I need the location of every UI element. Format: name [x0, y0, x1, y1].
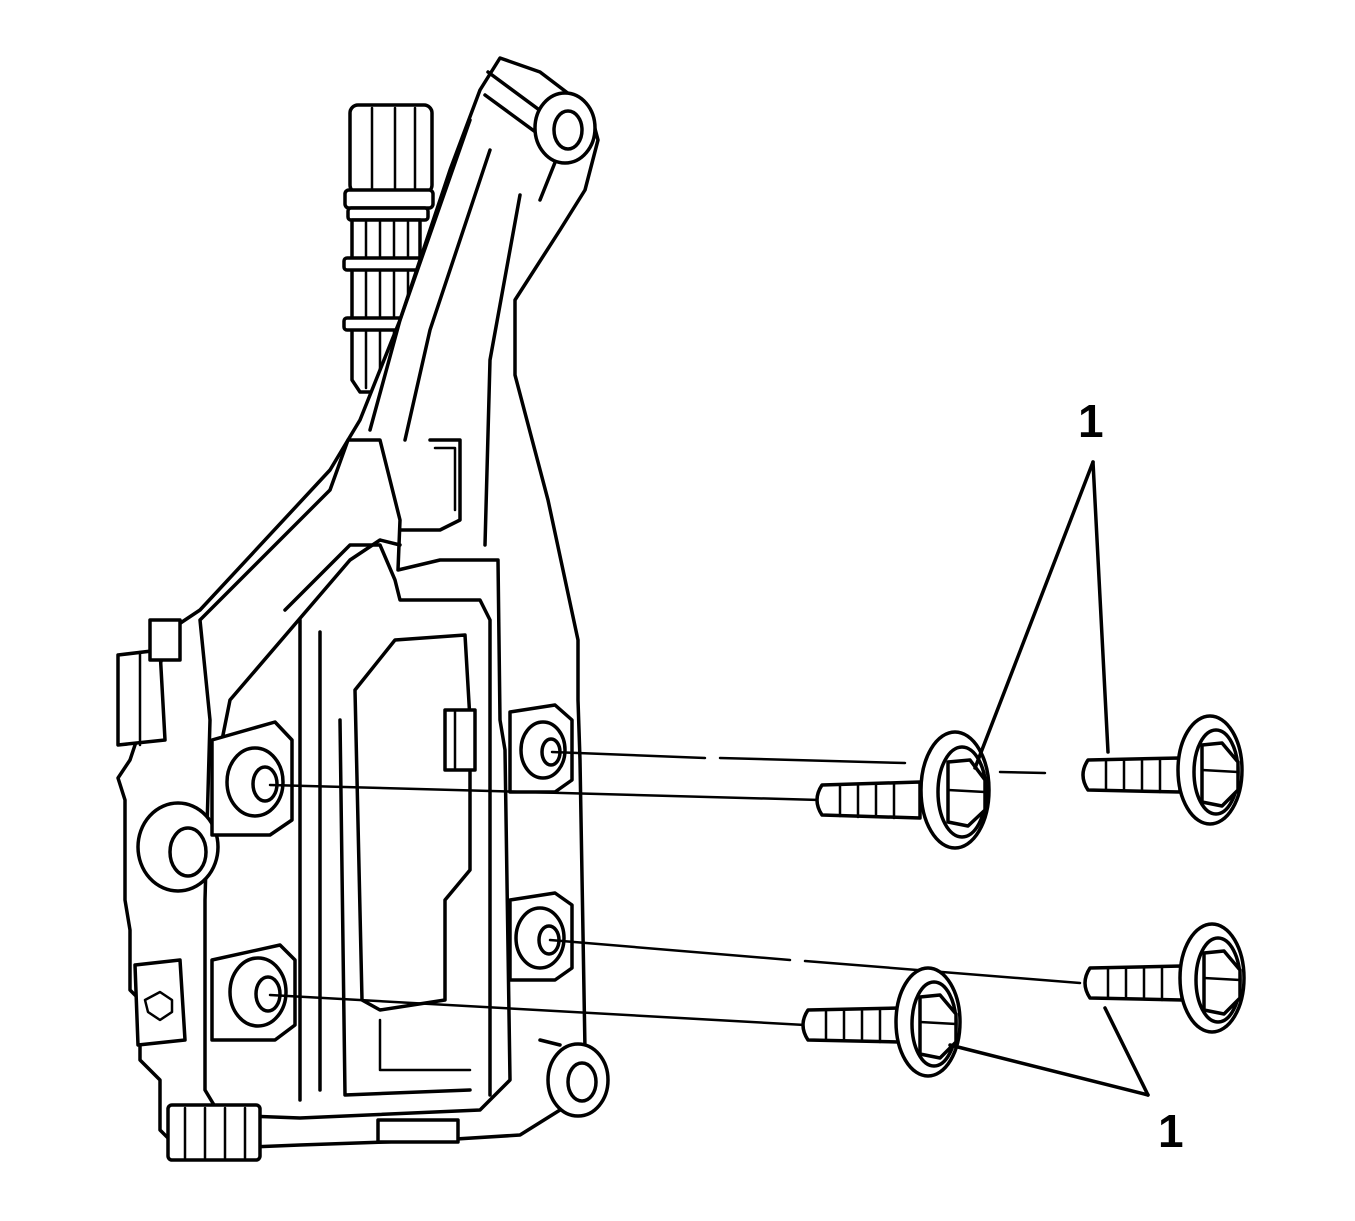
bolt-icon	[1083, 922, 1246, 1034]
mount-pad-upper-right	[508, 703, 574, 794]
bolt-icon	[801, 966, 962, 1078]
bolt-icon	[815, 730, 991, 850]
mount-pad-lower-right	[508, 891, 574, 982]
mount-pad-upper-left	[210, 720, 294, 837]
mount-pad-lower-left	[210, 943, 297, 1042]
leader-lines	[948, 460, 1150, 1097]
callout-label-bottom: 1	[1158, 1105, 1184, 1157]
bolt-icon	[1081, 714, 1244, 826]
callout-label-top: 1	[1078, 395, 1104, 447]
bracket-assembly	[116, 56, 610, 1162]
